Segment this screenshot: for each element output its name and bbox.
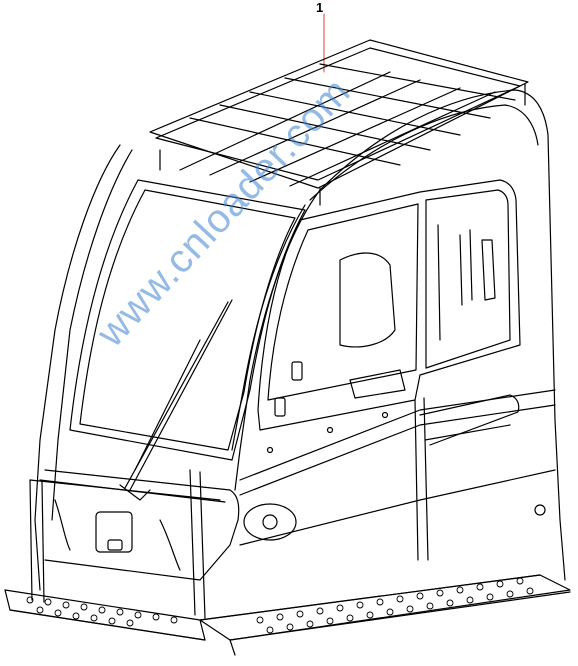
cab-door [239,179,556,561]
roof-guard [149,39,529,206]
front-guard [29,469,221,619]
cab-shell [34,89,566,591]
callout-label-1: 1 [316,0,324,15]
front-plate [95,511,133,553]
step-plate [4,574,571,656]
step-perforations [26,577,534,634]
door-handle-plate [243,503,297,541]
door-lock-icon [262,514,278,530]
